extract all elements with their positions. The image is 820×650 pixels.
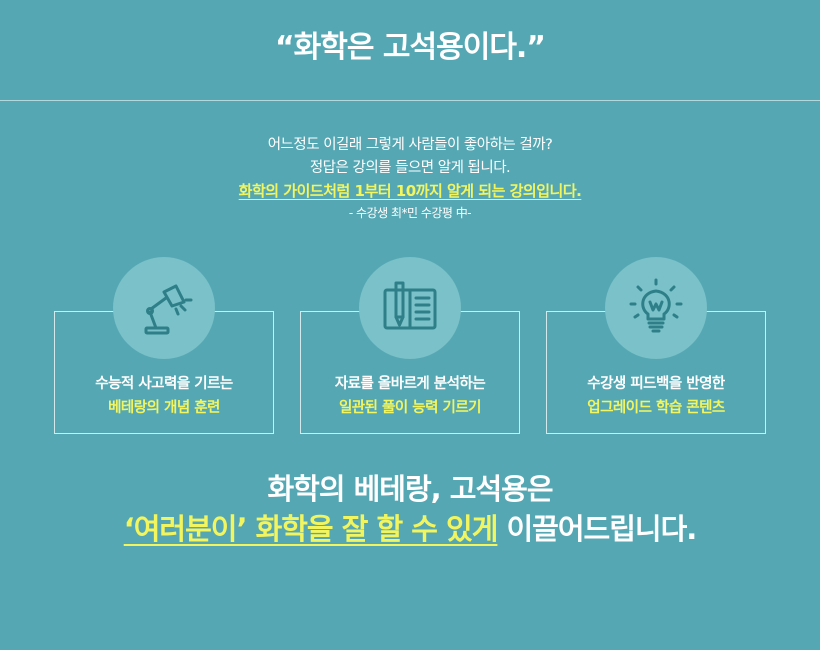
feature-card-feedback: 수강생 피드백을 반영한 업그레이드 학습 콘텐츠: [546, 311, 766, 434]
feature-card-concept: 수능적 사고력을 기르는 베테랑의 개념 훈련: [54, 311, 274, 434]
notebook-pen-icon-circle: [359, 257, 461, 359]
closing-rest: 이끌어드립니다.: [497, 512, 698, 546]
desk-lamp-icon-circle: [113, 257, 215, 359]
feature-line-1: 수능적 사고력을 기르는: [95, 376, 233, 392]
quote-line-2: 정답은 강의를 들으면 알게 됩니다.: [309, 160, 511, 176]
feature-text: 자료를 올바르게 분석하는 일관된 풀이 능력 기르기: [301, 372, 519, 420]
feature-line-1: 자료를 올바르게 분석하는: [334, 376, 486, 392]
lightbulb-icon: [629, 278, 683, 333]
feature-line-2: 일관된 풀이 능력 기르기: [338, 400, 482, 416]
quote-highlight: 화학의 가이드처럼 1부터 10까지 알게 되는 강의입니다.: [238, 182, 582, 200]
quote-source: - 수강생 최*민 수강평 中-: [348, 206, 472, 220]
quote-line-1: 어느정도 이길래 그렇게 사람들이 좋아하는 걸까?: [267, 137, 553, 153]
feature-text: 수강생 피드백을 반영한 업그레이드 학습 콘텐츠: [547, 372, 765, 420]
feature-line-2: 베테랑의 개념 훈련: [108, 400, 220, 416]
closing-line-1: 화학의 베테랑, 고석용은: [267, 472, 553, 506]
closing-line-2: ‘여러분이’ 화학을 잘 할 수 있게 이끌어드립니다.: [0, 510, 820, 548]
lightbulb-icon-circle: [605, 257, 707, 359]
feature-text: 수능적 사고력을 기르는 베테랑의 개념 훈련: [55, 372, 273, 420]
page-title: “화학은 고석용이다.”: [274, 30, 546, 65]
notebook-pen-icon: [383, 281, 437, 330]
review-quote: 어느정도 이길래 그렇게 사람들이 좋아하는 걸까? 정답은 강의를 들으면 알…: [0, 134, 820, 224]
closing-message: 화학의 베테랑, 고석용은 ‘여러분이’ 화학을 잘 할 수 있게 이끌어드립니…: [0, 470, 820, 548]
feature-line-1: 수강생 피드백을 반영한: [587, 376, 725, 392]
feature-line-2: 업그레이드 학습 콘텐츠: [587, 400, 725, 416]
divider: [0, 100, 820, 101]
closing-highlight: ‘여러분이’ 화학을 잘 할 수 있게: [123, 512, 499, 546]
feature-card-analysis: 자료를 올바르게 분석하는 일관된 풀이 능력 기르기: [300, 311, 520, 434]
desk-lamp-icon: [144, 284, 193, 335]
